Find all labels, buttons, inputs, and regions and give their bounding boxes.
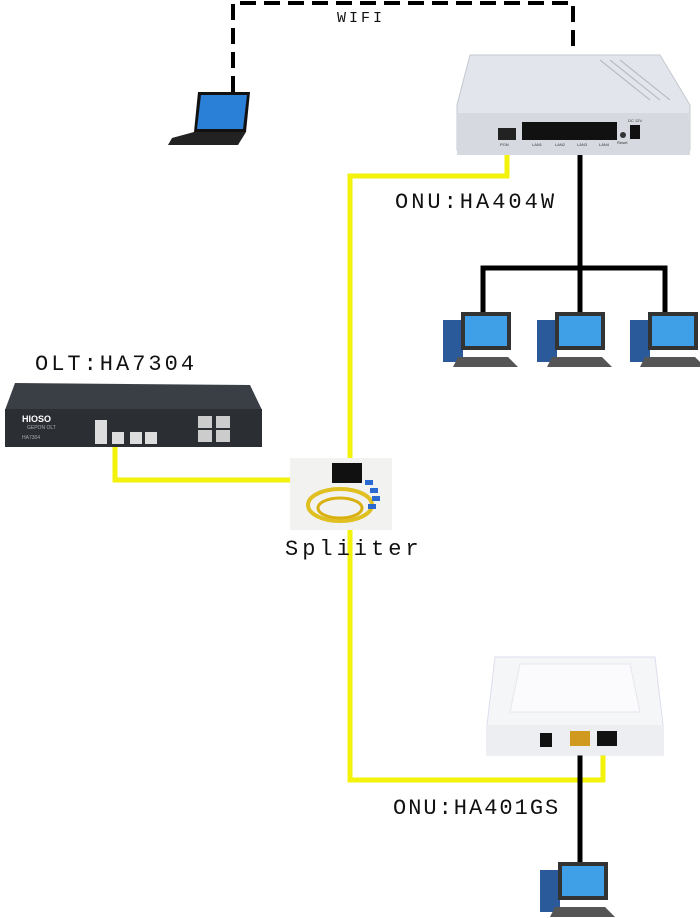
onu-power-label: DC 12V: [628, 118, 643, 123]
onu-ha401gs-device: [486, 656, 664, 756]
olt-ha7304-device: [5, 383, 262, 447]
olt-model: HA7304: [22, 435, 41, 441]
onu-port-lan3: LAN3: [577, 142, 588, 147]
splitter-label: Spliiter: [285, 537, 423, 562]
fiber-onu-top: [347, 148, 510, 460]
onu-port-pon: PON: [500, 142, 509, 147]
onu-ha401gs-label: ONU:HA401GS: [393, 796, 561, 821]
onu-ha404w-label: ONU:HA404W: [395, 190, 558, 215]
olt-subtitle: GEPON OLT: [27, 425, 56, 431]
pc-icon: [540, 862, 615, 917]
wifi-label: WIFI: [337, 10, 386, 27]
onu-port-lan4: LAN4: [599, 142, 610, 147]
splitter-device: [290, 458, 392, 530]
pc-icons: [443, 312, 700, 917]
onu-port-lan1: LAN1: [532, 142, 543, 147]
onu-port-lan2: LAN2: [555, 142, 566, 147]
ethernet-links: [480, 152, 668, 866]
fiber-onu-bottom: [347, 530, 606, 783]
pc-icon: [537, 312, 612, 367]
fiber-links: [112, 148, 606, 783]
laptop-icon: [168, 92, 250, 145]
onu-reset-label: Reset: [617, 140, 628, 145]
olt-label: OLT:HA7304: [35, 352, 198, 377]
onu-ha404w-device: [456, 54, 691, 155]
pc-icon: [443, 312, 518, 367]
pc-icon: [630, 312, 700, 367]
fiber-olt: [112, 447, 290, 483]
olt-brand: HIOSO: [22, 414, 52, 424]
